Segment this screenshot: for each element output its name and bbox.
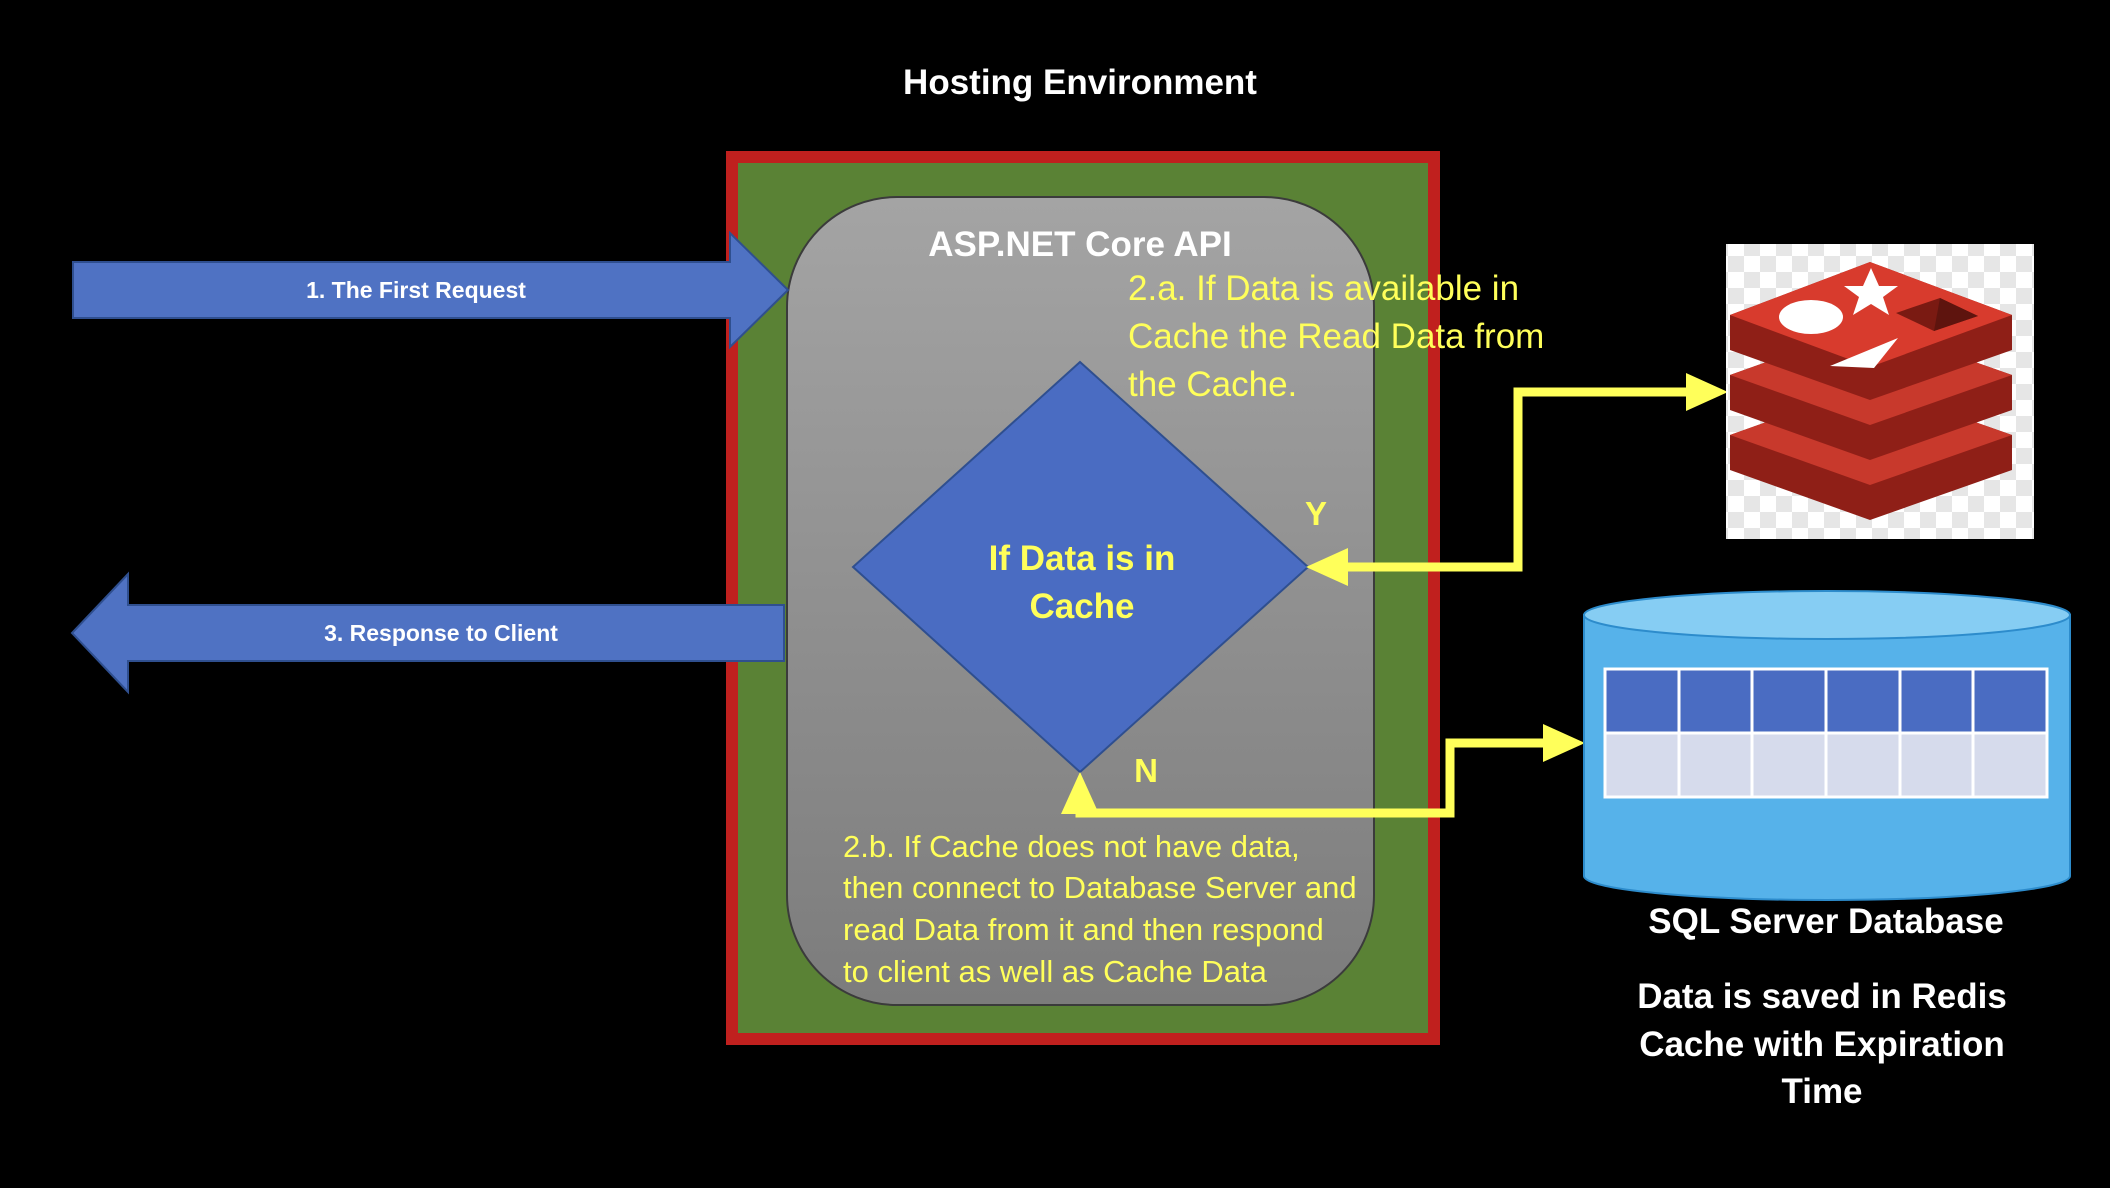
database-label: SQL Server Database <box>1648 902 2003 941</box>
cache-hit-note-line3: the Cache. <box>1128 365 1297 404</box>
decision-label-line2: Cache <box>1029 587 1134 626</box>
hosting-environment-title: Hosting Environment <box>903 63 1257 102</box>
request-arrow-label: 1. The First Request <box>306 277 526 303</box>
database-note-line3: Time <box>1781 1072 1862 1111</box>
database-connector-arrowhead-up <box>1061 772 1099 814</box>
redis-connector <box>1345 387 1690 572</box>
cache-hit-note-line1: 2.a. If Data is available in <box>1128 269 1519 308</box>
cache-miss-note-line2: then connect to Database Server and <box>843 870 1357 905</box>
database-connector-arrowhead-right <box>1543 724 1585 762</box>
request-arrow <box>72 230 790 350</box>
redis-connector-arrowhead-left <box>1306 548 1348 586</box>
redis-connector-arrowhead-right <box>1686 373 1728 411</box>
decision-label-line1: If Data is in <box>989 539 1176 578</box>
api-title: ASP.NET Core API <box>928 225 1231 264</box>
cache-miss-note-line1: 2.b. If Cache does not have data, <box>843 829 1300 864</box>
response-arrow <box>70 571 785 695</box>
database-cylinder-icon <box>1583 590 2071 901</box>
response-arrow-label: 3. Response to Client <box>324 620 558 646</box>
no-branch-label: N <box>1134 752 1158 789</box>
database-note-line1: Data is saved in Redis <box>1637 977 2007 1016</box>
redis-logo-icon <box>1726 244 2034 539</box>
cache-miss-note-line4: to client as well as Cache Data <box>843 954 1268 989</box>
cache-miss-note-line3: read Data from it and then respond <box>843 912 1324 947</box>
database-note-line2: Cache with Expiration <box>1639 1025 2005 1064</box>
yes-branch-label: Y <box>1305 495 1327 532</box>
cache-hit-note-line2: Cache the Read Data from <box>1128 317 1544 356</box>
